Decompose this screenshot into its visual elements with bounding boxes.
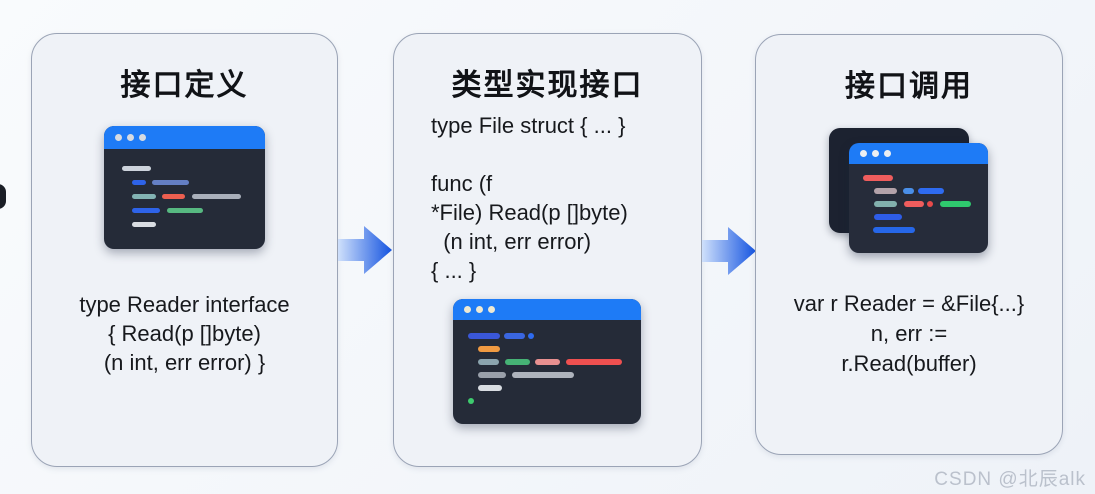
code-line-text: type Reader interface <box>79 292 290 317</box>
code-token-bar-icon <box>505 359 530 365</box>
code-token-bar-icon <box>132 194 156 199</box>
editor-body <box>104 149 265 227</box>
code-token-bar-icon <box>874 188 897 194</box>
code-line-text: { ... } <box>431 258 477 283</box>
panel-title: 接口定义 <box>120 69 249 102</box>
editor-titlebar <box>104 126 265 149</box>
code-token-bar-icon <box>167 208 203 213</box>
code-token-bar-icon <box>566 359 622 365</box>
editor-body <box>453 320 641 404</box>
code-bar-row <box>104 222 265 227</box>
code-bar-row <box>453 359 641 365</box>
code-line-text <box>431 140 628 169</box>
csdn-watermark: CSDN @北辰alk <box>934 469 1086 490</box>
code-token-bar-icon <box>903 188 914 194</box>
left-edge-artifact <box>0 184 6 209</box>
window-control-dot-icon <box>139 134 146 141</box>
code-token-dot-icon <box>927 201 933 207</box>
code-editor-window-icon <box>453 299 641 424</box>
code-token-bar-icon <box>132 222 156 227</box>
flow-arrow-icon <box>702 227 756 275</box>
editor-titlebar <box>453 299 641 320</box>
code-token-bar-icon <box>468 333 500 339</box>
panel-title: 类型实现接口 <box>451 69 644 102</box>
editor-titlebar <box>849 143 988 164</box>
window-control-dot-icon <box>127 134 134 141</box>
code-line-text: { Read(p []byte) <box>108 321 261 346</box>
code-bar-row <box>453 398 641 404</box>
panel-title: 接口调用 <box>845 70 973 103</box>
code-line-text: type File struct { ... } <box>431 113 626 138</box>
code-snippet-text: type Reader interface { Read(p []byte) (n … <box>32 290 337 377</box>
panel-interface-call: 接口调用 var r Reader = &File{...} n, err := r… <box>755 34 1063 455</box>
code-bar-row <box>453 372 641 378</box>
code-token-bar-icon <box>152 180 189 185</box>
code-token-bar-icon <box>918 188 944 194</box>
code-line-text: func (f <box>431 171 493 196</box>
window-control-dot-icon <box>860 150 867 157</box>
window-control-dot-icon <box>115 134 122 141</box>
code-token-bar-icon <box>132 208 160 213</box>
code-bar-row <box>104 208 265 213</box>
code-token-bar-icon <box>192 194 241 199</box>
editor-body <box>849 164 988 233</box>
code-bar-row <box>849 201 988 207</box>
code-editor-window-icon <box>849 143 988 253</box>
code-line-text: var r Reader = &File{...} <box>793 291 1025 316</box>
code-token-bar-icon <box>873 227 915 233</box>
code-bar-row <box>104 180 265 185</box>
code-line-text: n, err := <box>870 321 948 346</box>
code-token-bar-icon <box>940 201 971 207</box>
code-bar-row <box>849 188 988 194</box>
code-line-text: (n int, err error) <box>431 229 592 254</box>
code-bar-row <box>849 227 988 233</box>
code-editor-window-icon <box>104 126 265 249</box>
code-bar-row <box>104 194 265 199</box>
window-control-dot-icon <box>476 306 483 313</box>
code-snippet-text: type File struct { ... } func (f *File) R… <box>431 111 628 285</box>
code-line-text: (n int, err error) } <box>103 350 266 375</box>
panel-type-implements-interface: 类型实现接口 type File struct { ... } func (f *… <box>393 33 702 467</box>
code-token-bar-icon <box>478 359 499 365</box>
code-bar-row <box>453 333 641 339</box>
code-token-bar-icon <box>478 385 502 391</box>
code-bar-row <box>849 214 988 220</box>
code-token-bar-icon <box>512 372 574 378</box>
code-token-bar-icon <box>504 333 525 339</box>
code-token-bar-icon <box>874 214 902 220</box>
code-line-text: *File) Read(p []byte) <box>431 200 628 225</box>
panel-interface-definition: 接口定义 type Reader interface { Read(p []byt… <box>31 33 338 467</box>
window-control-dot-icon <box>488 306 495 313</box>
code-token-bar-icon <box>478 372 506 378</box>
flow-arrow-icon <box>338 226 392 274</box>
code-bar-row <box>453 385 641 391</box>
code-token-bar-icon <box>535 359 560 365</box>
code-bar-row <box>849 175 988 181</box>
code-token-bar-icon <box>122 166 151 171</box>
code-bar-row <box>453 346 641 352</box>
code-token-dot-icon <box>528 333 534 339</box>
window-control-dot-icon <box>464 306 471 313</box>
code-snippet-text: var r Reader = &File{...} n, err := r.Read… <box>756 289 1062 379</box>
code-token-bar-icon <box>162 194 185 199</box>
window-control-dot-icon <box>872 150 879 157</box>
code-bar-row <box>104 166 265 171</box>
code-line-text: r.Read(buffer) <box>841 351 977 376</box>
code-token-bar-icon <box>132 180 146 185</box>
window-control-dot-icon <box>884 150 891 157</box>
code-token-bar-icon <box>863 175 893 181</box>
code-token-dot-icon <box>468 398 474 404</box>
code-token-bar-icon <box>904 201 924 207</box>
code-token-bar-icon <box>874 201 897 207</box>
code-token-bar-icon <box>478 346 500 352</box>
stacked-windows-icon <box>829 128 989 254</box>
